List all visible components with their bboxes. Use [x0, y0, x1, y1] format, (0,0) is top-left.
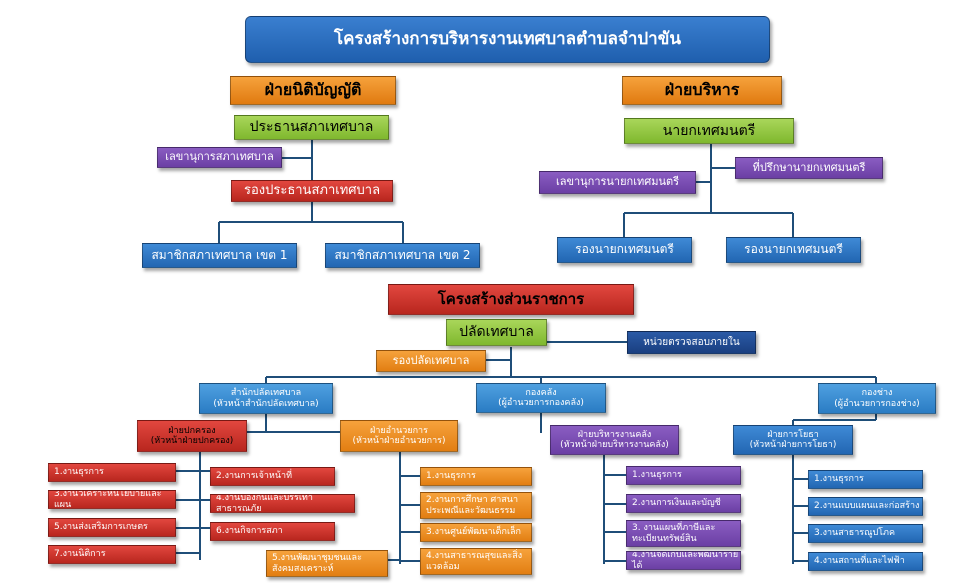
mayor-secretary: เลขานุการนายกเทศมนตรี [539, 171, 696, 194]
gov-structure-header: โครงสร้างส่วนราชการ [388, 284, 634, 315]
municipal-clerk: ปลัดเทศบาล [446, 319, 547, 346]
admin-item-5: 5.งานส่งเสริมการเกษตร [48, 518, 176, 537]
council-member-zone-2: สมาชิกสภาเทศบาล เขต 2 [325, 243, 480, 268]
clerk-office: สำนักปลัดเทศบาล (หัวหน้าสำนักปลัดเทศบาล) [199, 383, 333, 414]
deputy-mayor-2: รองนายกเทศมนตรี [726, 237, 861, 263]
admin-item-3: 3.งานวิเคราะห์นโยบายและแผน [48, 490, 176, 509]
admin-item-7: 7.งานนิติการ [48, 545, 176, 564]
services-item-5: 5.งานพัฒนาชุมชนและสังคมสงเคราะห์ [266, 550, 388, 577]
admin-item-6: 6.งานกิจการสภา [210, 522, 335, 541]
finance-item-3: 3. งานแผนที่ภาษีและทะเบียนทรัพย์สิน [626, 520, 741, 547]
admin-item-2: 2.งานการเจ้าหน้าที่ [210, 467, 335, 486]
public-works-section: ฝ่ายการโยธา (หัวหน้าฝ่ายการโยธา) [733, 425, 853, 455]
engineering-item-3: 3.งานสาธารณูปโภค [808, 524, 923, 543]
title-text: โครงสร้างการบริหารงานเทศบาลตำบลจำปาขัน [334, 28, 681, 49]
internal-audit-unit: หน่วยตรวจสอบภายใน [627, 331, 756, 354]
engineering-division: กองช่าง (ผู้อำนวยการกองช่าง) [818, 383, 936, 414]
deputy-clerk: รองปลัดเทศบาล [376, 350, 486, 372]
mayor-advisor: ที่ปรึกษานายกเทศมนตรี [735, 157, 883, 179]
services-division: ฝ่ายอำนวยการ (หัวหน้าฝ่ายอำนวยการ) [340, 420, 458, 452]
executive-header: ฝ่ายบริหาร [622, 76, 782, 105]
finance-item-4: 4.งานจัดเก็บและพัฒนารายได้ [626, 551, 741, 570]
legislative-header: ฝ่ายนิติบัญญัติ [230, 76, 396, 105]
services-item-3: 3.งานศูนย์พัฒนาเด็กเล็ก [420, 523, 532, 542]
admin-item-4: 4.งานป้องกันและบรรเทาสาธารณภัย [210, 494, 355, 513]
page-title: โครงสร้างการบริหารงานเทศบาลตำบลจำปาขัน [245, 16, 770, 63]
engineering-item-4: 4.งานสถานที่และไฟฟ้า [808, 552, 923, 571]
services-item-2: 2.งานการศึกษา ศาสนา ประเพณีและวัฒนธรรม [420, 492, 532, 519]
council-member-zone-1: สมาชิกสภาเทศบาล เขต 1 [142, 243, 297, 268]
council-vice-chair: รองประธานสภาเทศบาล [231, 180, 393, 202]
admin-division: ฝ่ายปกครอง (หัวหน้าฝ่ายปกครอง) [137, 420, 247, 452]
deputy-mayor-1: รองนายกเทศมนตรี [557, 237, 692, 263]
engineering-item-2: 2.งานแบบแผนและก่อสร้าง [808, 497, 923, 516]
admin-item-1: 1.งานธุรการ [48, 463, 176, 482]
services-item-4: 4.งานสาธารณสุขและสิ่งแวดล้อม [420, 548, 532, 575]
mayor: นายกเทศมนตรี [624, 118, 794, 144]
finance-division: กองคลัง (ผู้อำนวยการกองคลัง) [476, 383, 606, 413]
engineering-item-1: 1.งานธุรการ [808, 470, 923, 489]
finance-item-1: 1.งานธุรการ [626, 466, 741, 485]
council-chair: ประธานสภาเทศบาล [234, 115, 389, 140]
finance-item-2: 2.งานการเงินและบัญชี [626, 494, 741, 513]
council-secretary: เลขานุการสภาเทศบาล [157, 147, 282, 168]
services-item-1: 1.งานธุรการ [420, 467, 532, 486]
finance-admin-section: ฝ่ายบริหารงานคลัง (หัวหน้าฝ่ายบริหารงานค… [550, 425, 679, 455]
